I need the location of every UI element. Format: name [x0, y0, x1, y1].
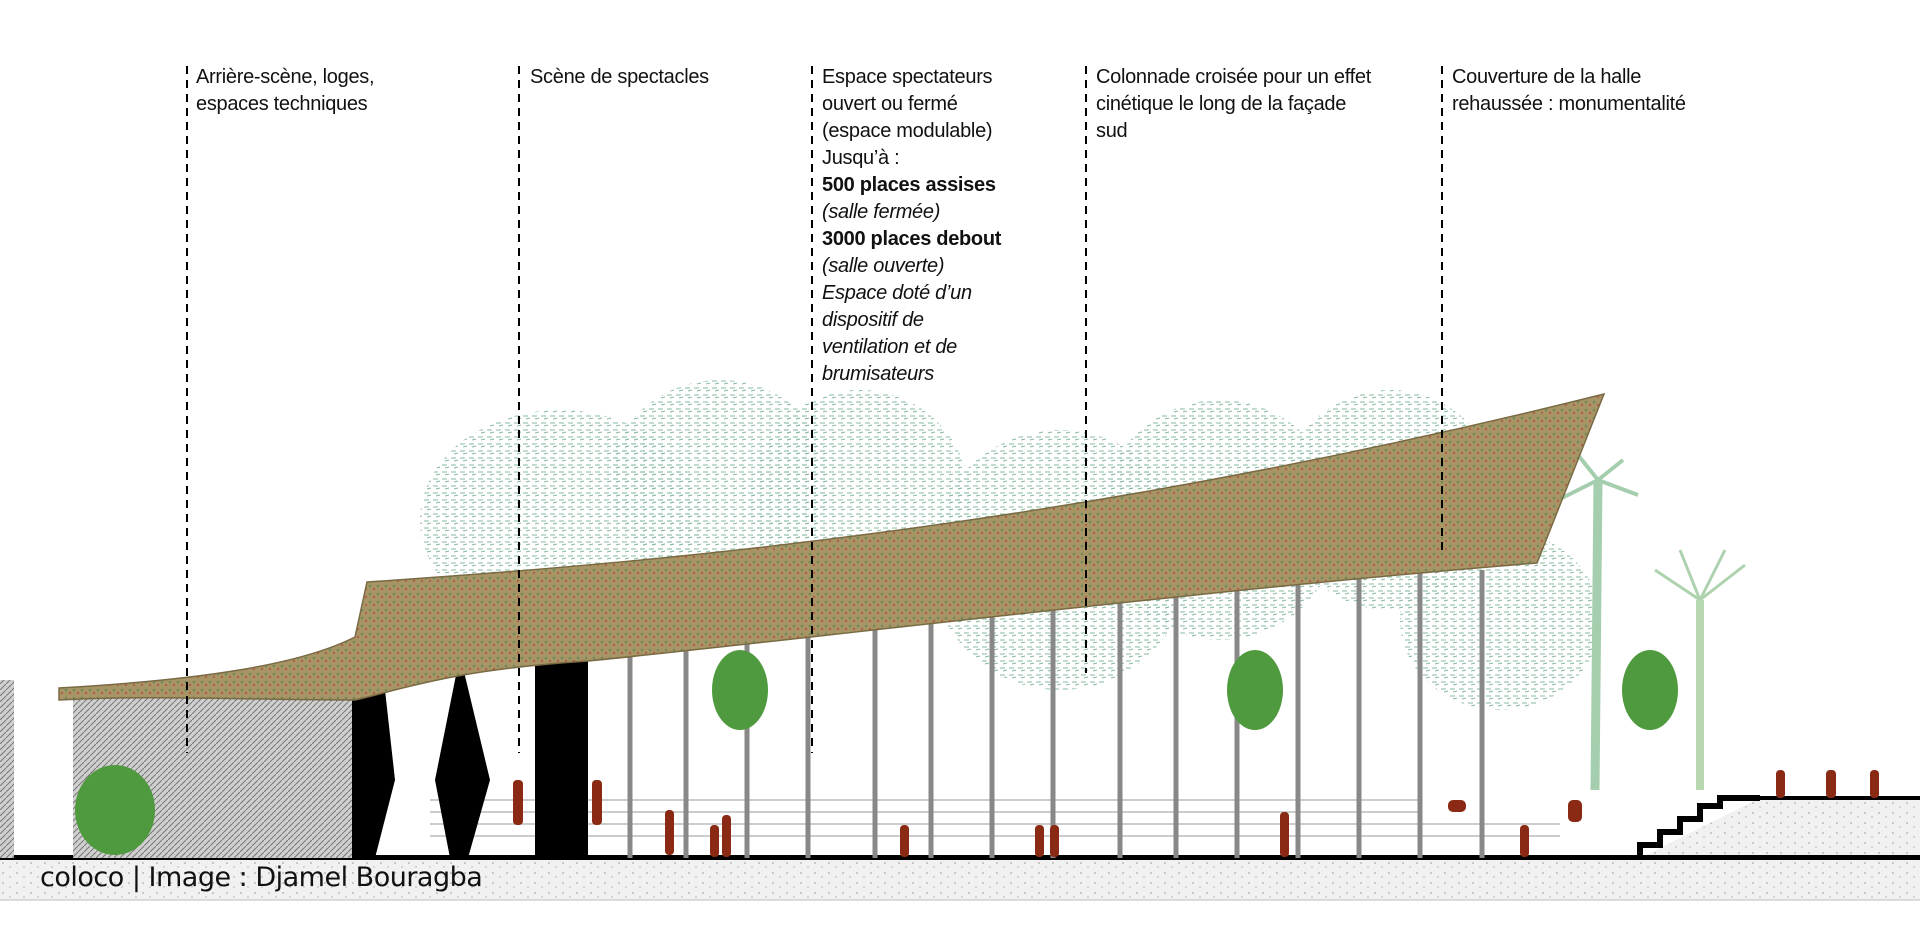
annotation-line: Scène de spectacles: [530, 66, 709, 88]
annotation-line: Arrière-scène, loges,: [196, 66, 375, 88]
annotation-stage: Scène de spectacles: [530, 64, 709, 91]
annotation-roof: Couverture de la halle rehaussée : monum…: [1452, 64, 1686, 118]
stairs: [1637, 795, 1760, 858]
people: [513, 770, 1879, 857]
annotation-line: ouvert ou fermé: [822, 93, 958, 115]
roof: [58, 392, 1606, 701]
annotation-line: ventilation et de: [822, 336, 957, 358]
annotation-line: (salle ouverte): [822, 255, 945, 277]
annotation-line: brumisateurs: [822, 363, 934, 385]
annotation-line: (salle fermée): [822, 201, 941, 223]
annotation-line: Colonnade croisée pour un effet: [1096, 66, 1371, 88]
annotation-line: sud: [1096, 120, 1128, 142]
annotation-colonnade: Colonnade croisée pour un effet cinétiqu…: [1096, 64, 1371, 145]
annotation-audience: Espace spectateurs ouvert ou fermé (espa…: [822, 64, 1001, 388]
annotation-line: dispositif de: [822, 309, 924, 331]
standing-capacity: 3000 places debout: [822, 228, 1002, 250]
annotation-leaders: [186, 66, 1443, 753]
annotation-line: Couverture de la halle: [1452, 66, 1642, 88]
annotation-line: Espace spectateurs: [822, 66, 993, 88]
image-credit: coloco | Image : Djamel Bouragba: [40, 862, 483, 893]
annotation-line: Espace doté d’un: [822, 282, 972, 304]
annotation-line: espaces techniques: [196, 93, 368, 115]
annotation-backstage: Arrière-scène, loges, espaces techniques: [196, 64, 375, 118]
annotation-line: (espace modulable): [822, 120, 993, 142]
annotation-line: Jusqu’à :: [822, 147, 900, 169]
seated-capacity: 500 places assises: [822, 174, 996, 196]
annotation-line: rehaussée : monumentalité: [1452, 93, 1686, 115]
colonnade: [627, 570, 1485, 858]
ground: [0, 858, 1920, 900]
annotation-line: cinétique le long de la façade: [1096, 93, 1347, 115]
